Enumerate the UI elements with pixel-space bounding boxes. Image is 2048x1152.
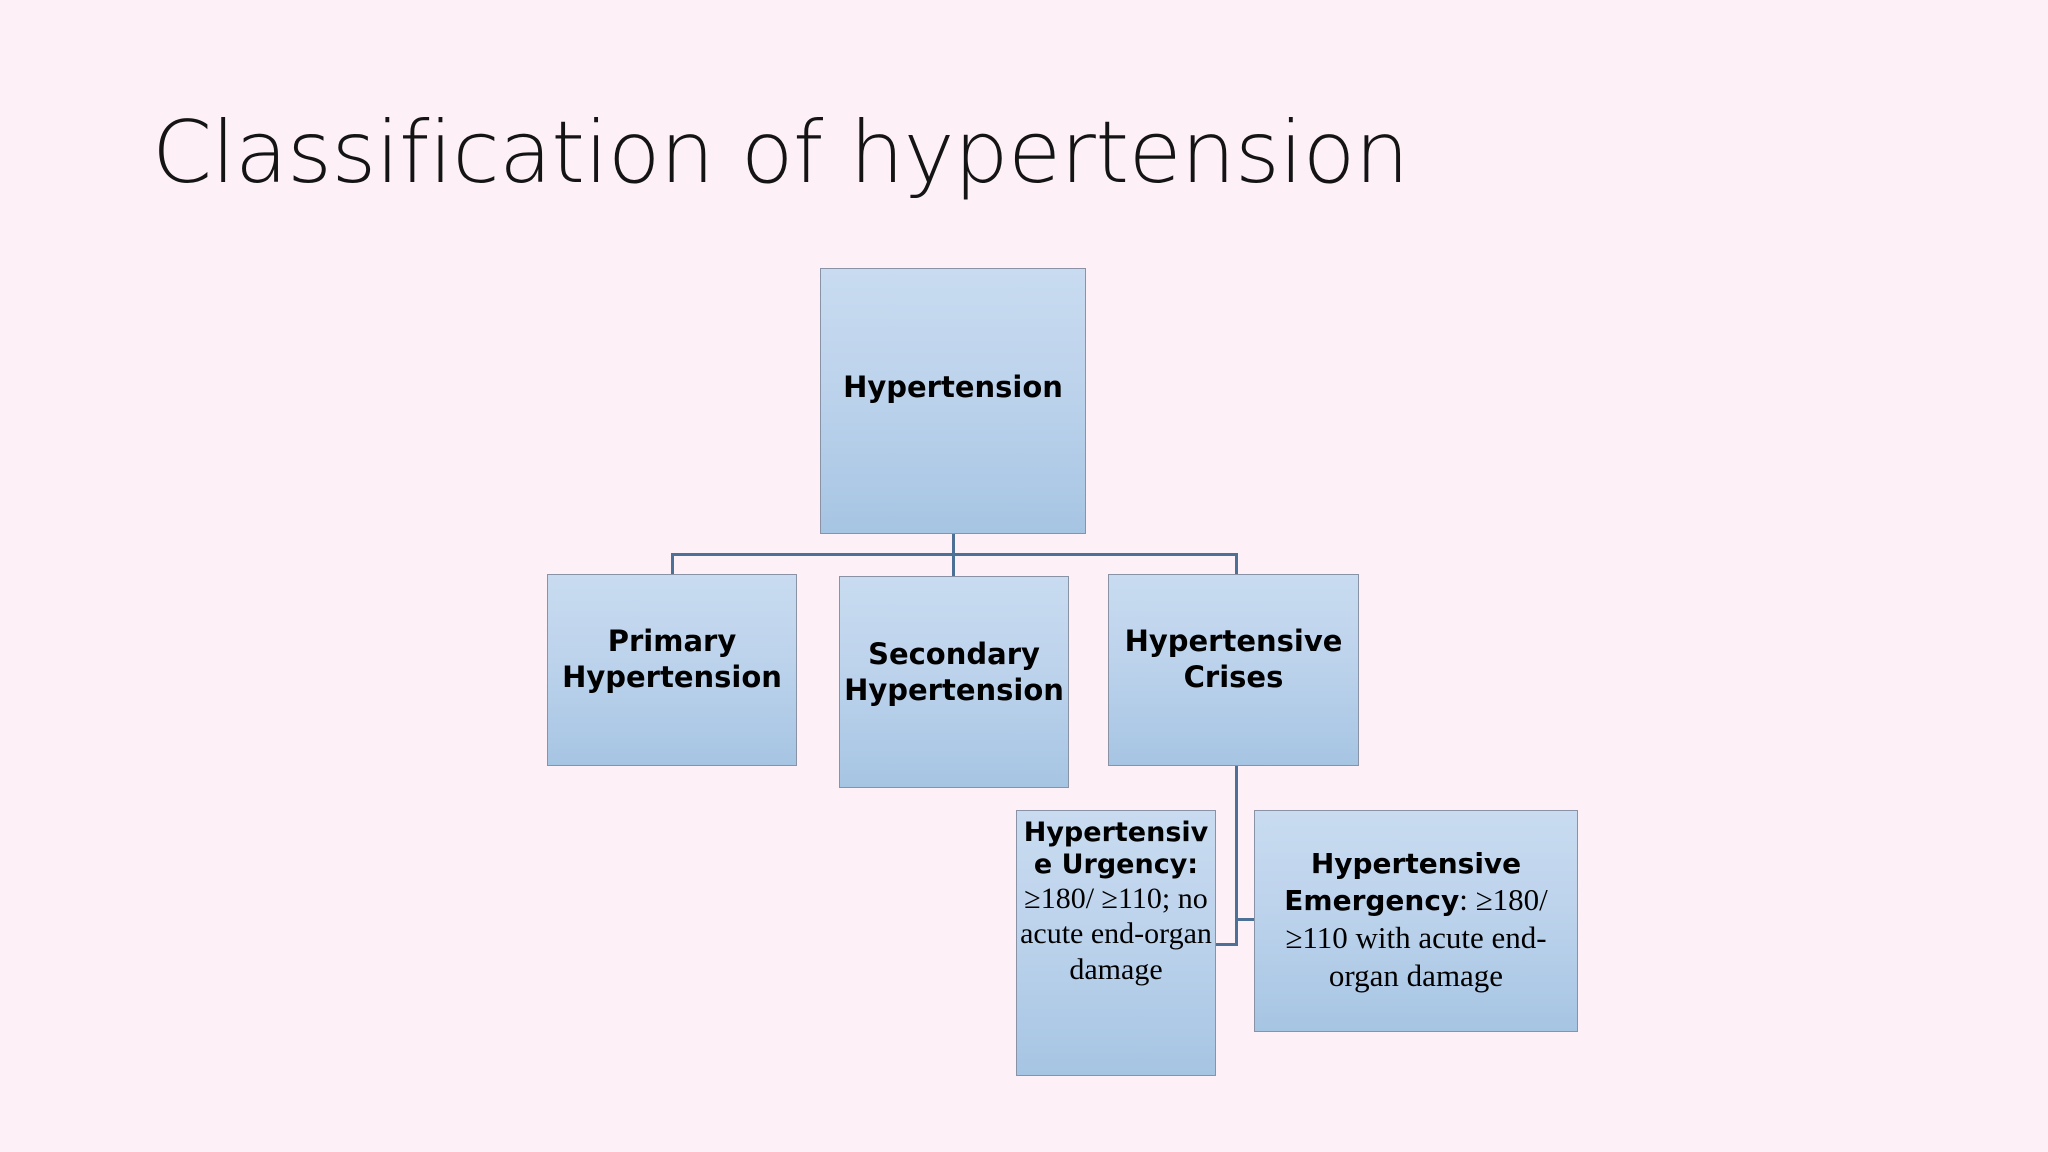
node-secondary-line1: Secondary <box>868 636 1040 671</box>
node-primary-line2: Hypertension <box>562 660 782 694</box>
node-secondary-label: Secondary Hypertension <box>840 637 1068 710</box>
node-hypertensive-crises[interactable]: Hypertensive Crises <box>1108 574 1359 766</box>
node-urgency-heading: Hypertensiv e Urgency: <box>1023 817 1209 880</box>
node-secondary-hypertension[interactable]: Secondary Hypertension <box>839 576 1069 788</box>
node-urgency-detail: ≥180/ ≥110; no acute end-organ damage <box>1020 881 1212 986</box>
node-crises-line2: Crises <box>1183 660 1284 694</box>
connector-drop-crises <box>1235 553 1238 575</box>
node-hypertension-label: Hypertension <box>821 369 1085 405</box>
node-primary-line1: Primary <box>607 623 737 658</box>
node-hypertensive-emergency[interactable]: Hypertensive Emergency: ≥180/ ≥110 with … <box>1254 810 1578 1032</box>
node-urgency-label: Hypertensiv e Urgency: ≥180/ ≥110; no ac… <box>1017 811 1215 987</box>
node-primary-label: Primary Hypertension <box>548 624 796 697</box>
node-secondary-line2: Hypertension <box>844 673 1064 707</box>
node-hypertensive-urgency[interactable]: Hypertensiv e Urgency: ≥180/ ≥110; no ac… <box>1016 810 1216 1076</box>
node-hypertension[interactable]: Hypertension <box>820 268 1086 534</box>
connector-drop-primary <box>671 553 674 575</box>
connector-stub-emergency <box>1235 918 1257 921</box>
node-crises-label: Hypertensive Crises <box>1109 624 1358 697</box>
node-primary-hypertension[interactable]: Primary Hypertension <box>547 574 797 766</box>
connector-stub-urgency <box>1199 943 1238 946</box>
node-emergency-label: Hypertensive Emergency: ≥180/ ≥110 with … <box>1255 847 1577 995</box>
node-crises-line1: Hypertensive <box>1124 623 1343 658</box>
connector-crises-stem <box>1235 766 1238 946</box>
node-emergency-detail: : ≥180/ ≥110 with acute end-organ damage <box>1285 882 1548 993</box>
page-title: Classification of hypertension <box>152 103 1409 203</box>
node-emergency-heading: Hypertensive Emergency <box>1284 847 1522 918</box>
connector-root-stem <box>952 534 955 555</box>
node-hypertension-text: Hypertension <box>843 369 1063 404</box>
connector-drop-secondary <box>952 553 955 577</box>
